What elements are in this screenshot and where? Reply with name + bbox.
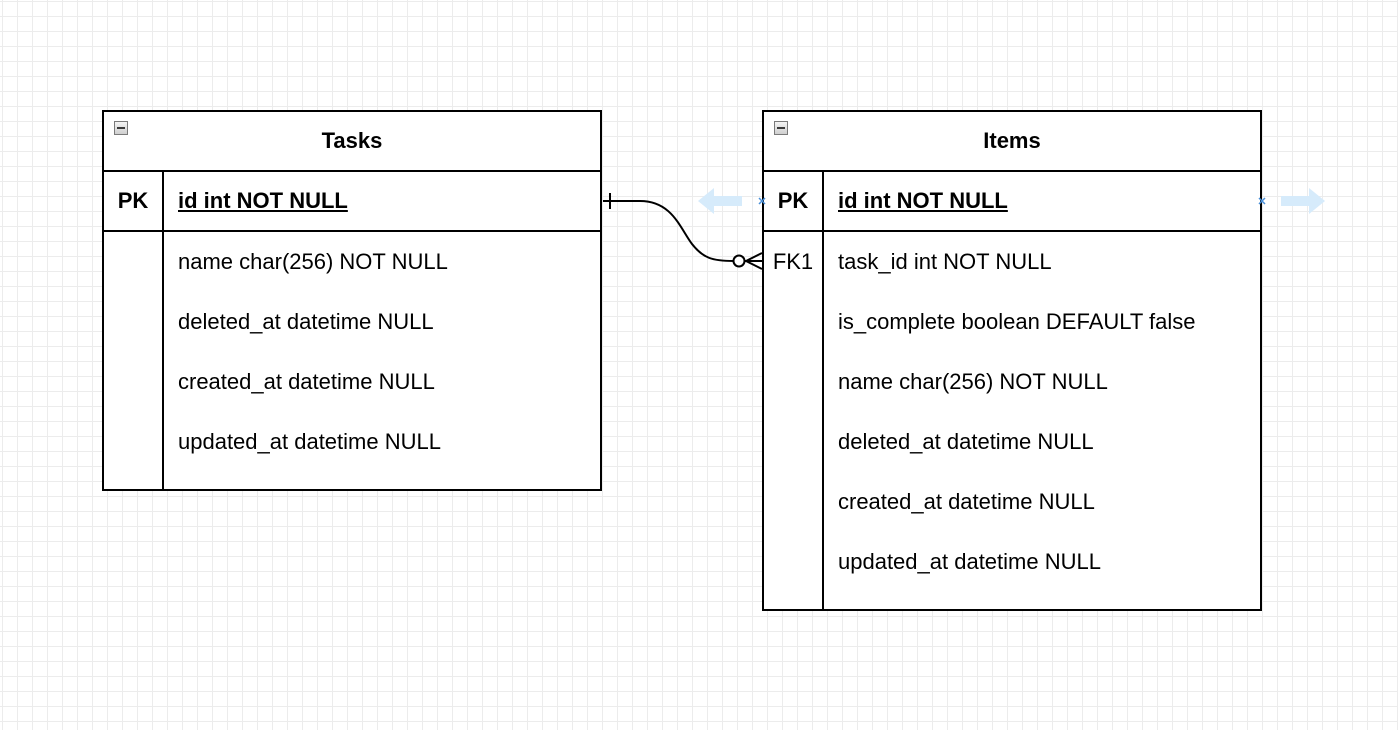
- items-field[interactable]: updated_at datetime NULL: [838, 549, 1101, 574]
- items-pk-label: PK: [764, 172, 824, 230]
- items-table-header[interactable]: Items: [764, 112, 1260, 172]
- tasks-table[interactable]: Tasks PK id int NOT NULL name char(256) …: [102, 110, 602, 491]
- tasks-pk-label: PK: [104, 172, 164, 230]
- tasks-pk-row[interactable]: PK id int NOT NULL: [104, 172, 600, 232]
- tasks-field[interactable]: created_at datetime NULL: [178, 369, 435, 394]
- collapse-icon[interactable]: [774, 121, 788, 135]
- items-fk-label: FK1: [772, 249, 814, 274]
- connect-hint-arrow-right[interactable]: [1281, 188, 1325, 214]
- items-field[interactable]: name char(256) NOT NULL: [838, 369, 1108, 394]
- items-key-column: FK1: [764, 232, 824, 610]
- tasks-field[interactable]: updated_at datetime NULL: [178, 429, 441, 454]
- connection-point-icon[interactable]: [1258, 197, 1266, 205]
- zero-marker: [732, 254, 746, 268]
- items-field-list: task_id int NOT NULL is_complete boolean…: [824, 232, 1260, 610]
- items-table-title: Items: [983, 128, 1041, 153]
- items-pk-row[interactable]: PK id int NOT NULL: [764, 172, 1260, 232]
- items-fields-section: FK1 task_id int NOT NULL is_complete boo…: [764, 232, 1260, 610]
- tasks-key-column: [104, 232, 164, 490]
- tasks-fields-section: name char(256) NOT NULL deleted_at datet…: [104, 232, 600, 490]
- connect-hint-arrow-left[interactable]: [698, 188, 742, 214]
- relationship-line[interactable]: [603, 200, 735, 262]
- tasks-field[interactable]: name char(256) NOT NULL: [178, 249, 448, 274]
- tasks-field-list: name char(256) NOT NULL deleted_at datet…: [164, 232, 600, 490]
- items-field[interactable]: task_id int NOT NULL: [838, 249, 1052, 274]
- tasks-table-title: Tasks: [321, 128, 383, 153]
- tasks-table-header[interactable]: Tasks: [104, 112, 600, 172]
- items-field[interactable]: is_complete boolean DEFAULT false: [838, 309, 1196, 334]
- tasks-field[interactable]: deleted_at datetime NULL: [178, 309, 434, 334]
- tasks-pk-field: id int NOT NULL: [178, 188, 348, 213]
- items-pk-field: id int NOT NULL: [838, 188, 1008, 213]
- collapse-icon[interactable]: [114, 121, 128, 135]
- connection-point-icon[interactable]: [758, 197, 766, 205]
- items-field[interactable]: deleted_at datetime NULL: [838, 429, 1094, 454]
- items-table[interactable]: Items PK id int NOT NULL FK1 task_id int…: [762, 110, 1262, 611]
- items-field[interactable]: created_at datetime NULL: [838, 489, 1095, 514]
- many-marker: [745, 252, 763, 270]
